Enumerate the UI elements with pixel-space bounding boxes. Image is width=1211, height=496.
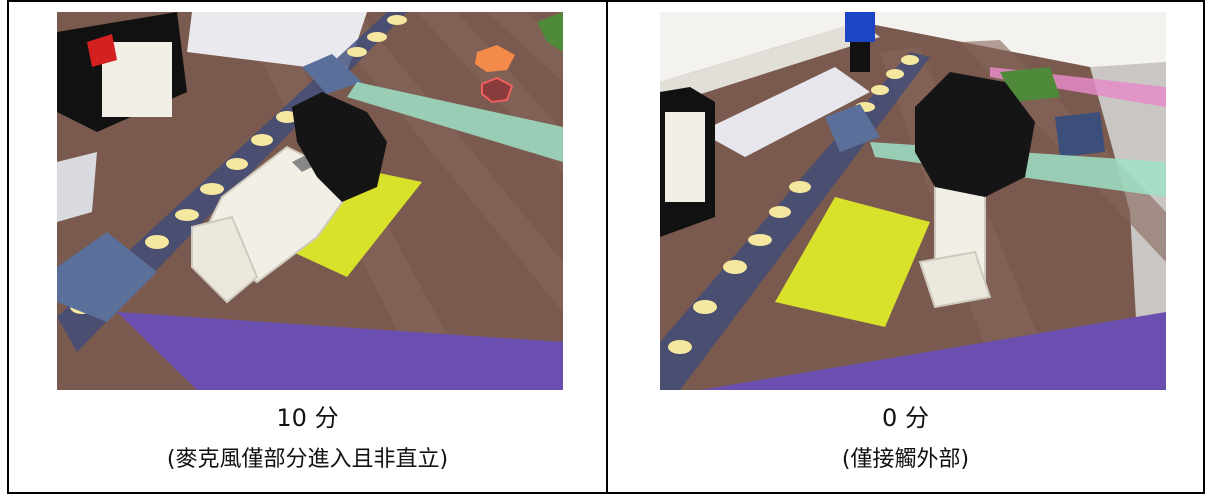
- note-text: (麥克風僅部分進入且非直立): [166, 447, 449, 472]
- comparison-table: 10 分 (麥克風僅部分進入且非直立): [7, 0, 1205, 494]
- note-text: (僅接觸外部): [841, 447, 970, 472]
- lego-microphone-standing-photo: [660, 12, 1166, 390]
- table-cell-ten-points: 10 分 (麥克風僅部分進入且非直立): [9, 2, 606, 492]
- score-text: 10 分: [276, 404, 339, 432]
- table-cell-zero-points: 0 分 (僅接觸外部): [606, 2, 1203, 492]
- score-text: 0 分: [882, 404, 929, 432]
- lego-microphone-lying-photo: [57, 12, 563, 390]
